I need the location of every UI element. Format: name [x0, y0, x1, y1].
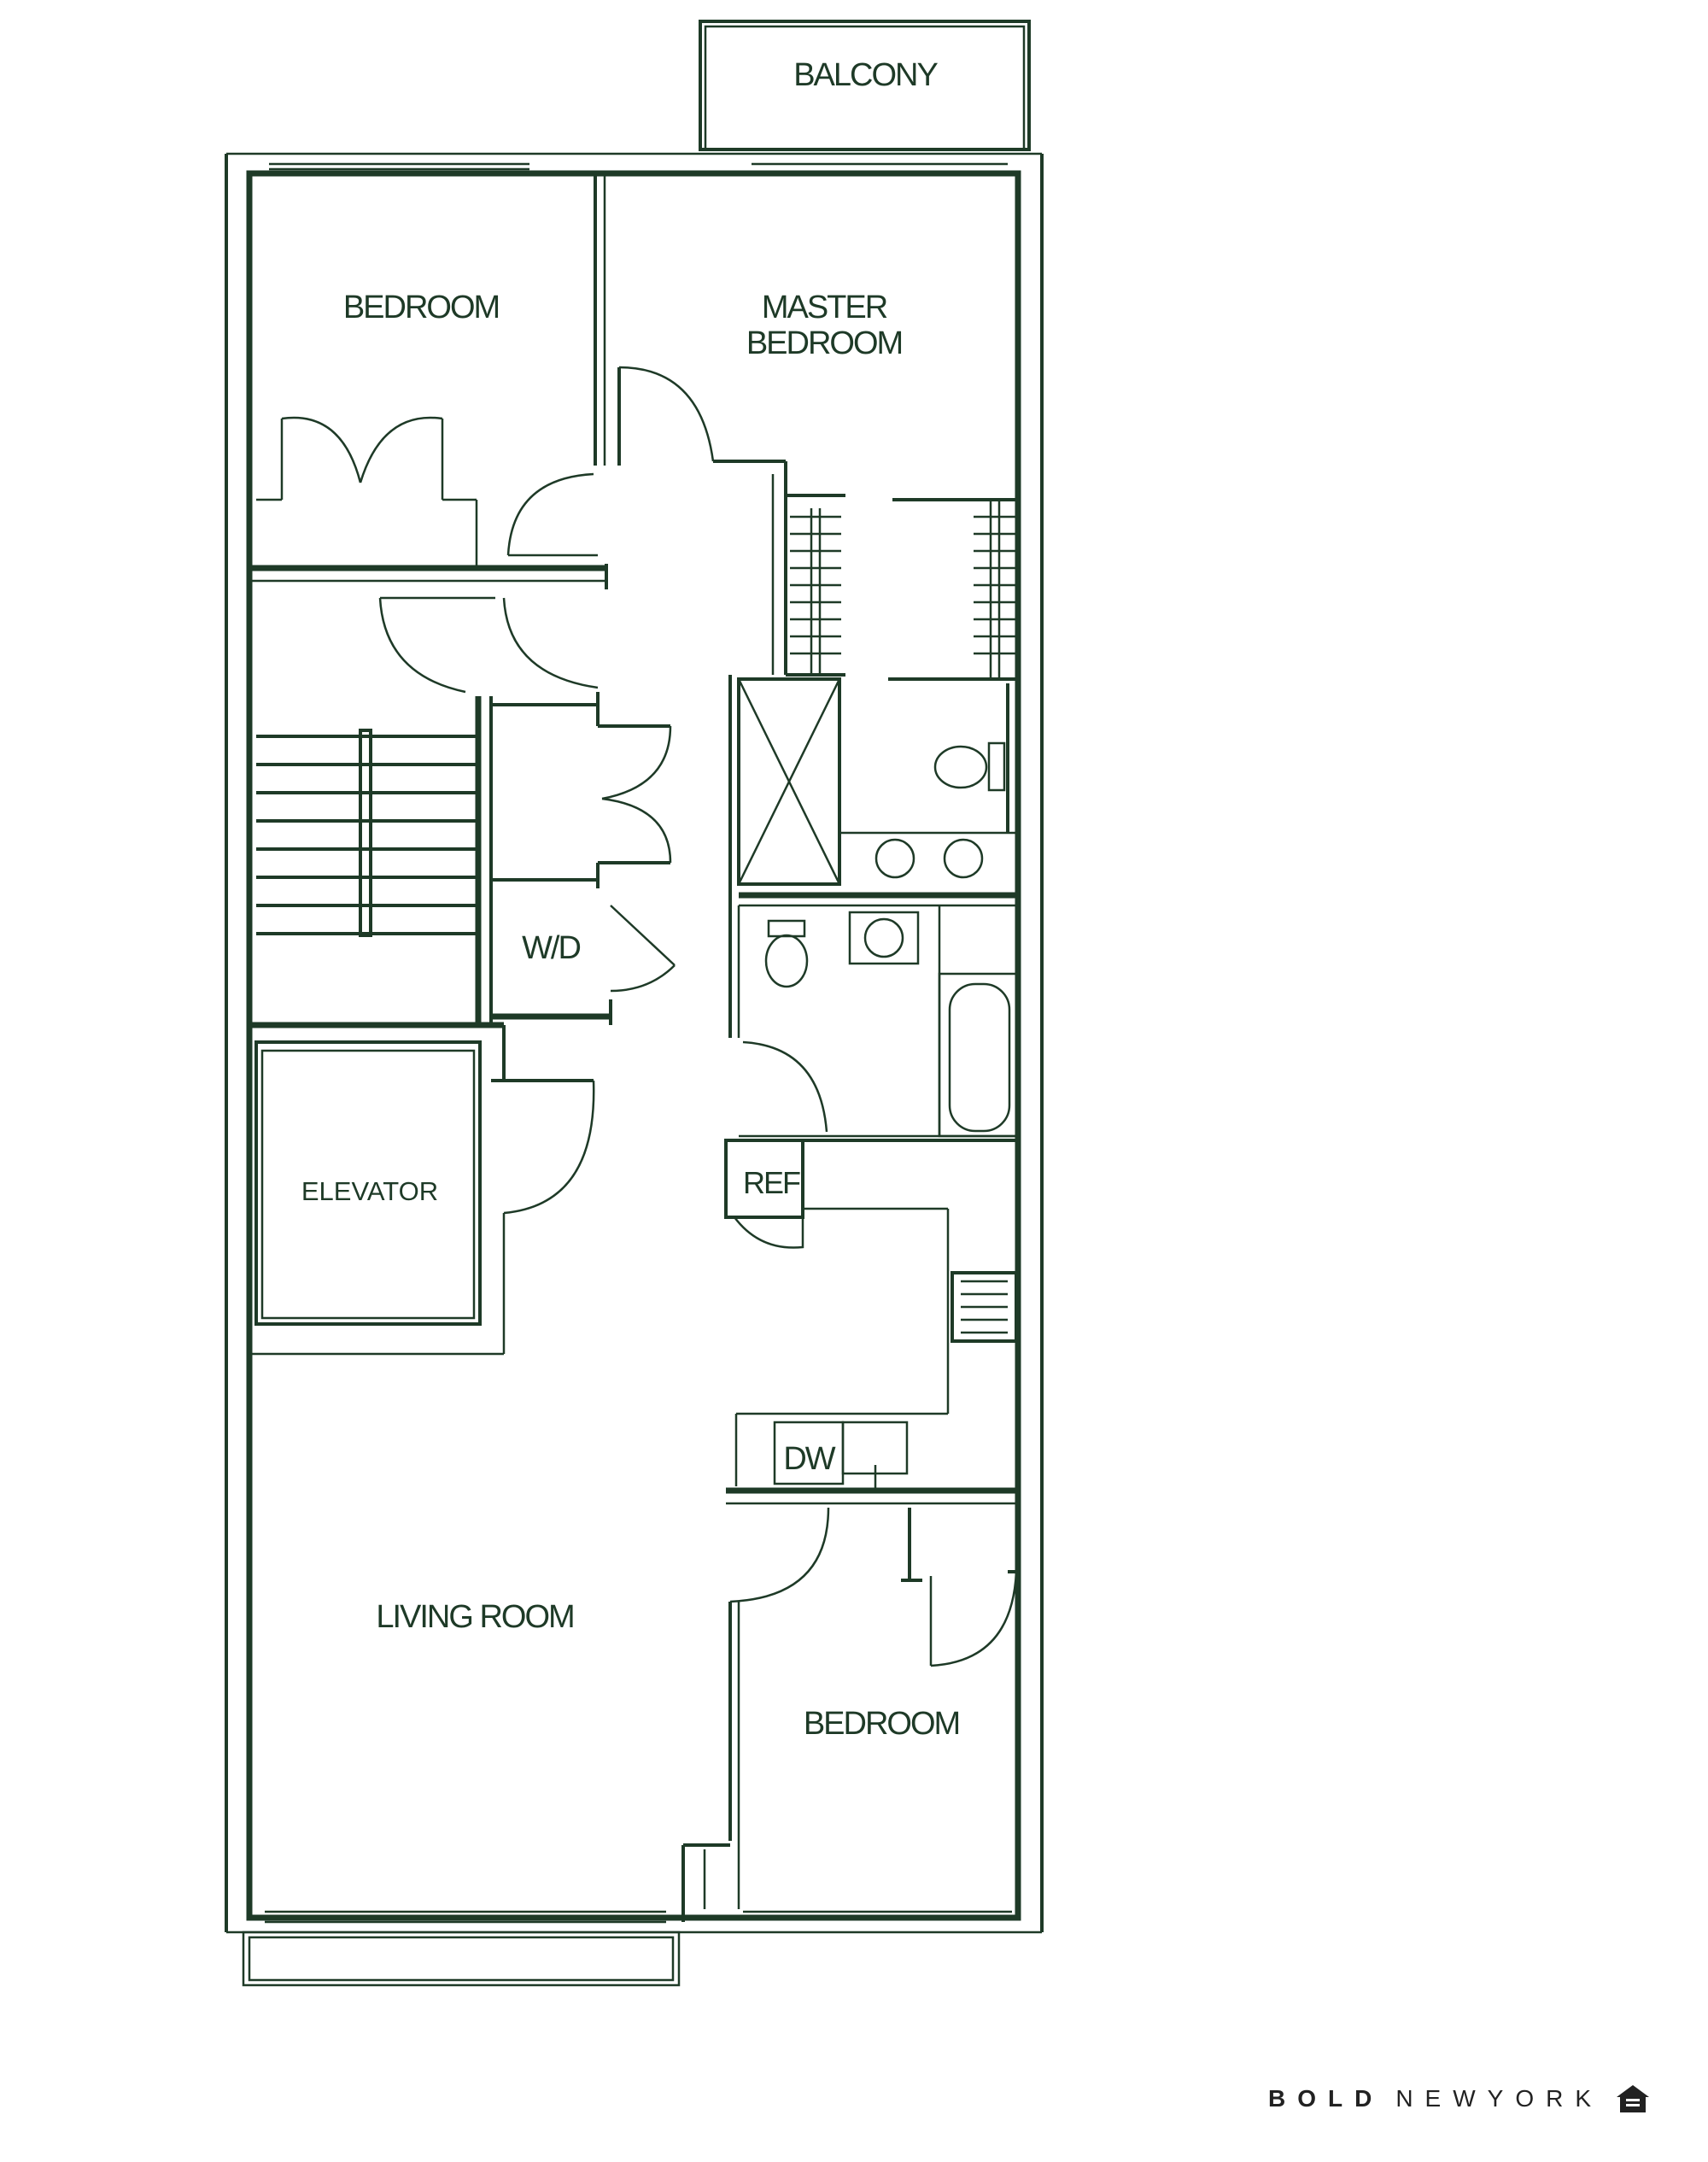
balcony-label: BALCONY [793, 57, 938, 93]
master-bedroom-label-line1: MASTER [762, 290, 887, 325]
dw-label: DW [783, 1441, 835, 1477]
exterior-walls [225, 152, 1044, 1987]
wd-label: W/D [522, 930, 580, 966]
elevator-label: ELEVATOR [301, 1176, 438, 1206]
balcony [699, 20, 1031, 151]
stair-closet-block [252, 692, 676, 1028]
bedroom-top-label: BEDROOM [343, 290, 499, 325]
master-bedroom-walls [617, 366, 1016, 681]
bedroom-bottom-walls [681, 1507, 1018, 1922]
master-bedroom-label-line2: BEDROOM [746, 325, 902, 361]
bedroom-top-walls [252, 175, 608, 694]
brand-bold-text: BOLD [1268, 2085, 1384, 2112]
equal-housing-icon [1617, 2085, 1650, 2112]
ref-label: REF [743, 1165, 800, 1200]
kitchen [724, 1139, 1018, 1505]
master-bath [728, 675, 1018, 1038]
elevator-shaft [252, 1025, 595, 1356]
hall-bath [730, 905, 1018, 1142]
hall-doors [502, 472, 599, 689]
brand-newyork-text: NEWYORK [1395, 2085, 1604, 2112]
bedroom-bottom-label: BEDROOM [804, 1706, 959, 1742]
brand-logo: BOLD NEWYORK [1268, 2077, 1651, 2120]
living-room-label: LIVING ROOM [376, 1599, 573, 1635]
